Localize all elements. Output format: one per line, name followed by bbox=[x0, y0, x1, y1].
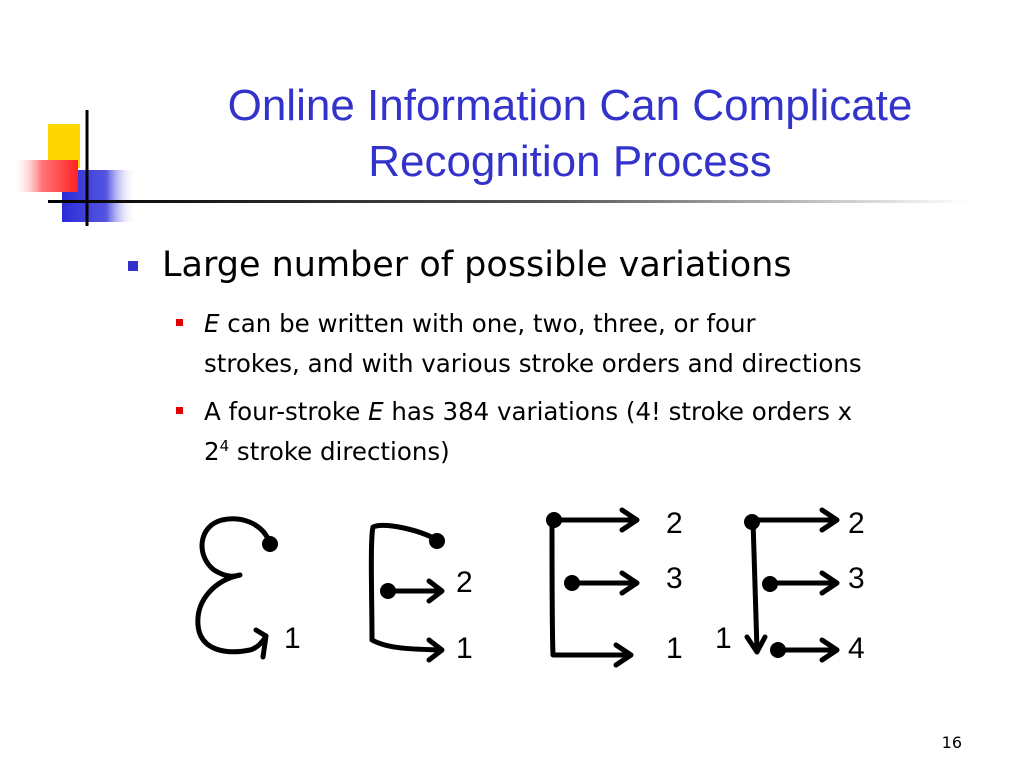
e4-label-3: 3 bbox=[848, 562, 865, 595]
e4-start-dot-1 bbox=[744, 514, 760, 530]
e3-label-2: 2 bbox=[666, 507, 683, 540]
title-line-2: Recognition Process bbox=[368, 137, 772, 186]
e-stroke-variations-figure: 1 2 1 2 3 1 2 3 1 4 bbox=[195, 507, 865, 668]
e4-stroke-vertical bbox=[750, 517, 760, 653]
e1-label-1: 1 bbox=[284, 622, 301, 655]
e4-arrowhead-1 bbox=[819, 507, 840, 533]
e2-start-dot-2 bbox=[380, 583, 396, 599]
deco-red-square bbox=[12, 160, 78, 192]
power-exponent: 4 bbox=[219, 437, 230, 455]
e3-start-dot-1 bbox=[546, 512, 562, 528]
e3-arrowhead-2 bbox=[619, 570, 640, 596]
e3-stroke-3 bbox=[549, 517, 633, 658]
bullet-large-number-of-variations: Large number of possible variations bbox=[128, 242, 792, 288]
square-bullet-icon bbox=[176, 319, 183, 326]
sub-bullet-four-stroke-variations: A four-stroke E has 384 variations (4! s… bbox=[176, 392, 1024, 472]
sub-bullet-prefix: A four-stroke bbox=[204, 397, 369, 426]
e2-label-1: 1 bbox=[456, 632, 473, 665]
e4-start-dot-3 bbox=[770, 642, 786, 658]
e4-label-1: 1 bbox=[715, 622, 732, 655]
decorative-corner-graphic bbox=[12, 110, 968, 226]
e3-arrowhead-1 bbox=[619, 507, 640, 533]
title-underline bbox=[48, 200, 968, 203]
page-number: 16 bbox=[941, 733, 962, 752]
e4-arrowhead-vertical bbox=[744, 634, 768, 655]
e2-arrowhead-1 bbox=[426, 637, 445, 663]
e3-label-1: 1 bbox=[666, 632, 683, 665]
sub-bullet-line-2: 24 stroke directions) bbox=[204, 432, 1024, 472]
square-bullet-icon bbox=[128, 261, 138, 271]
e4-start-dot-2 bbox=[762, 576, 778, 592]
e2-stroke-1 bbox=[368, 522, 443, 653]
e4-label-4: 4 bbox=[848, 632, 865, 665]
slide-title: Online Information Can Complicate Recogn… bbox=[150, 78, 990, 190]
e2-label-2: 2 bbox=[456, 566, 473, 599]
e4-arrowhead-2 bbox=[819, 570, 840, 596]
sub-bullet-text: A four-stroke E has 384 variations (4! s… bbox=[204, 392, 1024, 472]
e2-start-dot-1 bbox=[429, 533, 445, 549]
e1-stroke bbox=[195, 516, 273, 655]
e2-arrowhead-2 bbox=[426, 578, 445, 604]
italic-letter-e: E bbox=[368, 397, 384, 426]
e1-arrowhead bbox=[253, 627, 269, 660]
square-bullet-icon bbox=[176, 407, 183, 414]
sub-bullet-line-1-text: has 384 variations (4! stroke orders x bbox=[383, 397, 853, 426]
sub-bullet-line-1: E can be written with one, two, three, o… bbox=[204, 304, 1024, 344]
e4-label-2: 2 bbox=[848, 507, 865, 540]
e3-arrowhead-3 bbox=[613, 642, 634, 668]
sub-bullet-line-1-text: can be written with one, two, three, or … bbox=[219, 309, 756, 338]
sub-bullet-e-strokes: E can be written with one, two, three, o… bbox=[176, 304, 1024, 384]
e3-label-3: 3 bbox=[666, 562, 683, 595]
sub-bullet-text: E can be written with one, two, three, o… bbox=[204, 304, 1024, 384]
e3-start-dot-2 bbox=[564, 575, 580, 591]
e4-arrowhead-4 bbox=[819, 637, 840, 663]
title-line-1: Online Information Can Complicate bbox=[227, 81, 913, 130]
sub-bullet-line-2: strokes, and with various stroke orders … bbox=[204, 349, 862, 378]
sub-bullet-line-2-text: stroke directions) bbox=[229, 437, 450, 466]
e1-start-dot bbox=[262, 536, 278, 552]
power-base: 2 bbox=[204, 437, 220, 466]
sub-bullet-line-1: A four-stroke E has 384 variations (4! s… bbox=[204, 392, 1024, 432]
bullet-text: Large number of possible variations bbox=[162, 245, 792, 285]
italic-letter-e: E bbox=[204, 309, 220, 338]
